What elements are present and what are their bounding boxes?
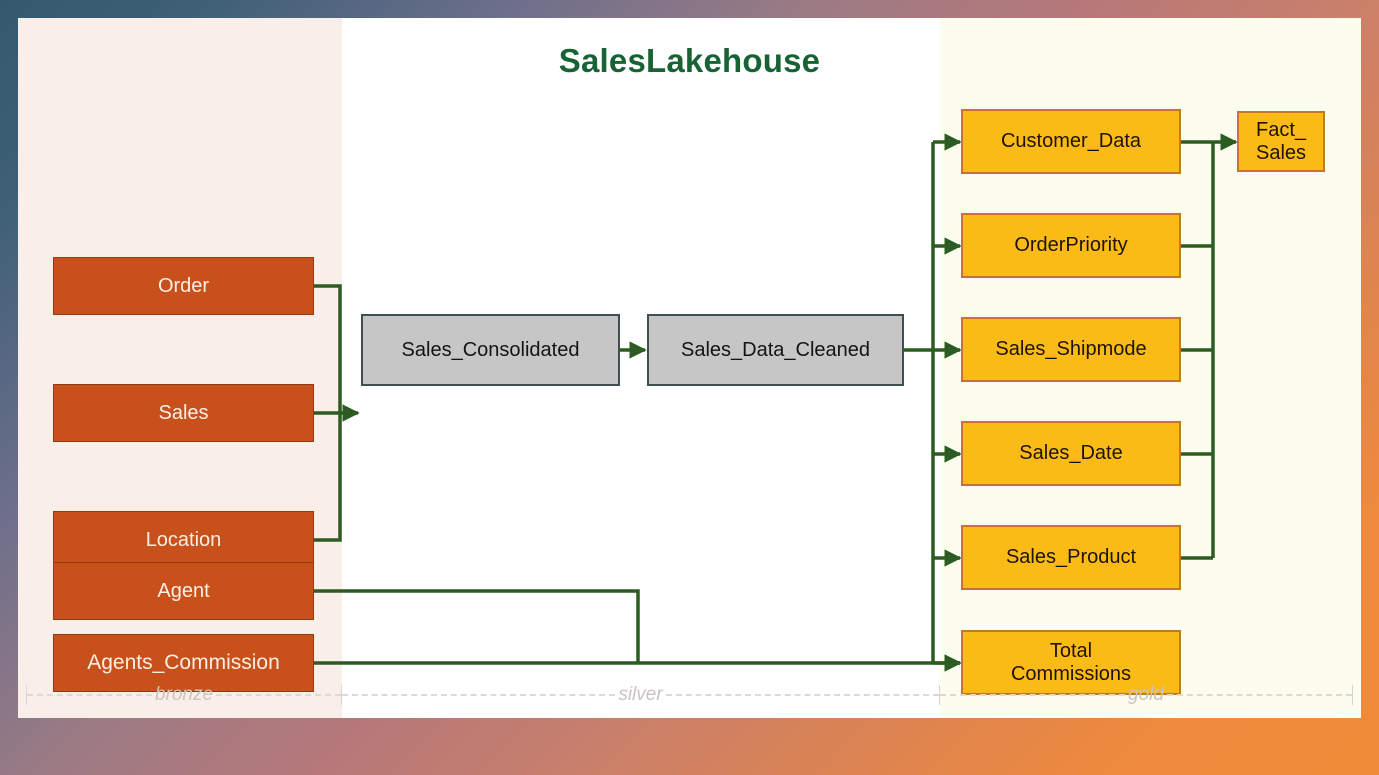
node-sales-product[interactable]: Sales_Product (961, 525, 1181, 590)
node-sales-consolidated[interactable]: Sales_Consolidated (361, 314, 620, 386)
node-agent[interactable]: Agent (53, 562, 314, 620)
diagram-canvas: SalesLakehouse (18, 18, 1361, 718)
band-dash (1166, 694, 1353, 696)
node-sales-date[interactable]: Sales_Date (961, 421, 1181, 486)
band-tick-right (1352, 685, 1354, 705)
page-title: SalesLakehouse (558, 42, 821, 79)
band-segment-bronze: bronze (26, 680, 343, 710)
band-tick-right (341, 685, 343, 705)
band-dash (940, 694, 1126, 696)
node-agents-commission[interactable]: Agents_Commission (53, 634, 314, 692)
band-dash (216, 694, 342, 696)
band-tick-left (26, 685, 27, 705)
band-segment-gold: gold (940, 680, 1354, 710)
node-location[interactable]: Location (53, 511, 314, 569)
band-label-bronze: bronze (154, 684, 214, 705)
band-dash (665, 694, 939, 696)
band-dash (27, 694, 152, 696)
band-label-gold: gold (1128, 684, 1164, 705)
node-sales[interactable]: Sales (53, 384, 314, 442)
band-label-silver: silver (618, 684, 663, 705)
node-total-commissions[interactable]: Total Commissions (961, 630, 1181, 695)
band-tick-right (939, 685, 940, 705)
node-sales-shipmode[interactable]: Sales_Shipmode (961, 317, 1181, 382)
band-dash (342, 694, 616, 696)
medallion-layer-band: bronze silver gold (18, 680, 1361, 710)
node-customer-data[interactable]: Customer_Data (961, 109, 1181, 174)
node-order[interactable]: Order (53, 257, 314, 315)
node-sales-data-cleaned[interactable]: Sales_Data_Cleaned (647, 314, 904, 386)
node-orderpriority[interactable]: OrderPriority (961, 213, 1181, 278)
node-fact-sales[interactable]: Fact_ Sales (1237, 111, 1325, 172)
band-segment-silver: silver (342, 680, 940, 710)
